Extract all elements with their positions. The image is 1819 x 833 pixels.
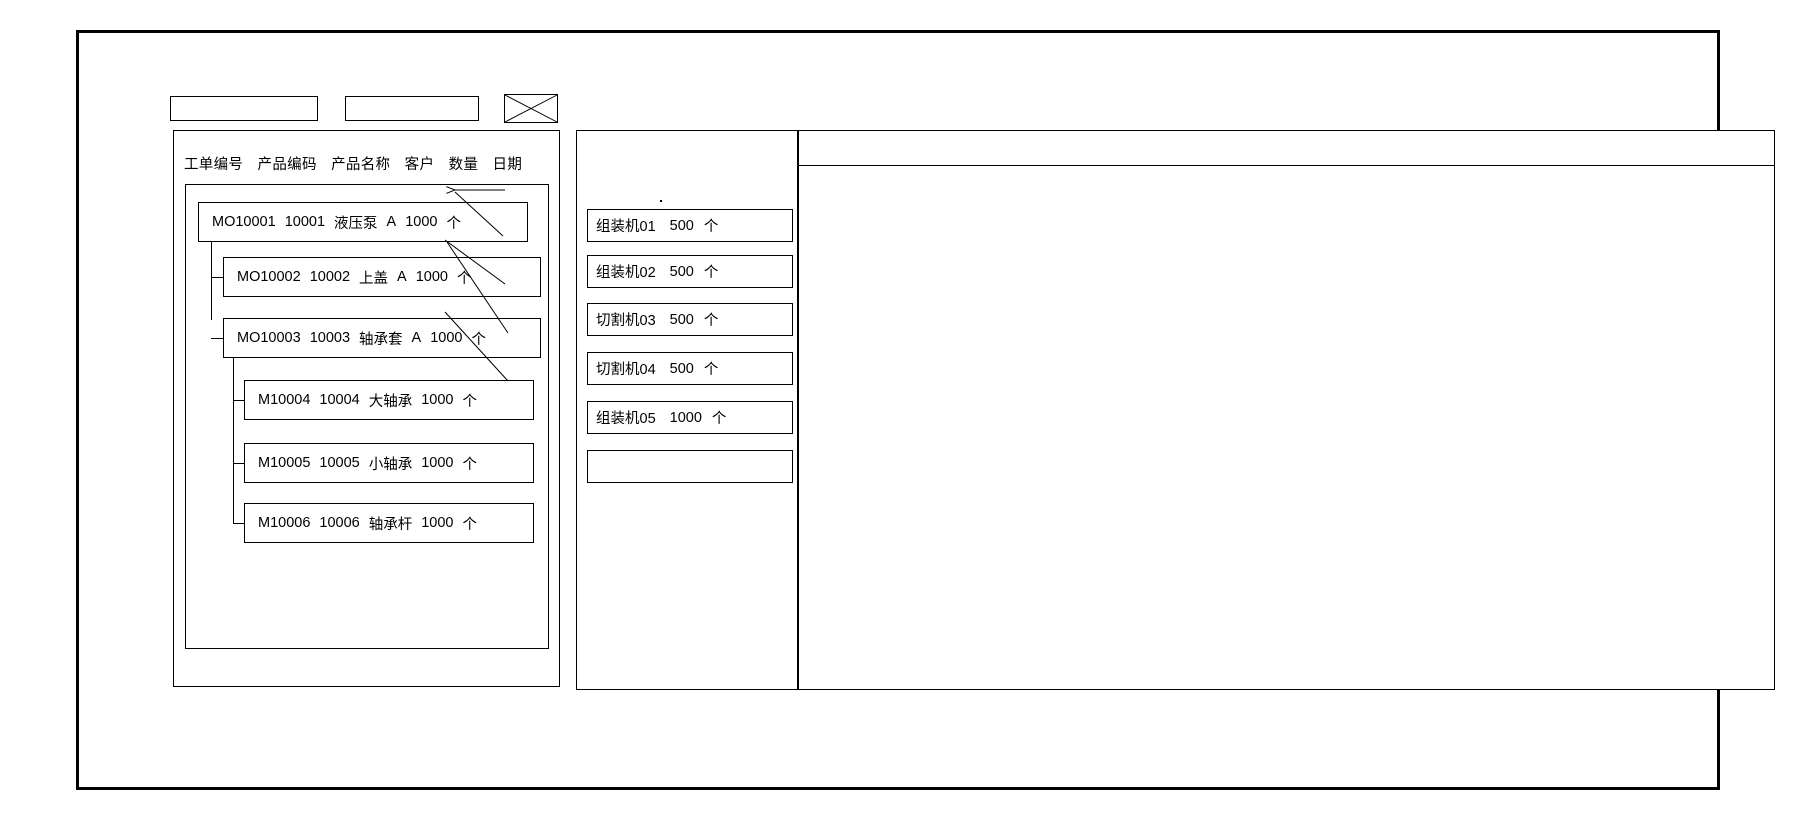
cell-product-name: 轴承套 <box>359 331 403 348</box>
image-placeholder-cross <box>504 94 558 123</box>
machine-row[interactable]: 切割机04 500 个 <box>587 352 793 385</box>
machine-unit: 个 <box>711 411 727 427</box>
machine-qty: 500 <box>669 311 694 328</box>
cell-product-code: 10001 <box>284 214 326 230</box>
toolbar-field-2[interactable] <box>345 96 479 121</box>
machine-row[interactable]: 组装机05 1000 个 <box>587 401 793 434</box>
column-header-order-no: 工单编号 <box>184 157 244 173</box>
cell-qty: 1000 <box>405 214 438 230</box>
machine-qty: 500 <box>669 217 694 234</box>
cell-qty: 1000 <box>415 269 448 285</box>
cell-unit: 个 <box>462 393 478 410</box>
tree-row[interactable]: M10006 10006 轴承杆 1000 个 <box>244 503 534 543</box>
work-order-tree: MO10001 10001 液压泵 A 1000 个 MO10002 10002… <box>185 184 549 649</box>
machine-name: 切割机03 <box>596 313 656 329</box>
work-order-panel: 工单编号 产品编码 产品名称 客户 数量 日期 MO10001 <box>173 130 560 687</box>
cell-order-no: M10006 <box>258 515 311 531</box>
tree-connector-branch-1 <box>211 277 223 278</box>
gantt-detail-panel <box>798 130 1775 690</box>
machine-qty: 1000 <box>669 409 702 426</box>
column-header-product-code: 产品编码 <box>257 157 317 173</box>
machine-unit: 个 <box>703 313 719 329</box>
image-placeholder-icon[interactable] <box>504 94 558 123</box>
cell-product-name: 液压泵 <box>334 215 378 232</box>
machine-qty: 500 <box>669 360 694 377</box>
cell-product-code: 10002 <box>309 269 351 285</box>
toolbar-field-1[interactable] <box>170 96 318 121</box>
machine-schedule-panel: 组装机01 500 个 组装机02 500 个 切割机03 500 个 切割机0… <box>576 130 798 690</box>
cell-product-name: 上盖 <box>359 270 389 287</box>
tree-connector-branch-2 <box>211 338 223 339</box>
cell-customer: A <box>397 269 407 285</box>
cell-product-name: 大轴承 <box>368 393 413 410</box>
cell-qty: 1000 <box>421 515 454 531</box>
cell-order-no: MO10003 <box>237 330 301 346</box>
machine-name: 组装机02 <box>596 265 656 281</box>
tree-row[interactable]: MO10001 10001 液压泵 A 1000 个 <box>198 202 528 242</box>
tree-row[interactable]: MO10002 10002 上盖 A 1000 个 <box>223 257 541 297</box>
machine-row[interactable]: 切割机03 500 个 <box>587 303 793 336</box>
machine-row[interactable]: 组装机02 500 个 <box>587 255 793 288</box>
cell-product-name: 轴承杆 <box>368 516 413 533</box>
cell-customer: A <box>386 214 397 230</box>
panel-marker-dot <box>660 200 662 202</box>
cell-product-code: 10003 <box>309 330 351 346</box>
cell-unit: 个 <box>446 215 461 232</box>
cell-unit: 个 <box>471 331 486 348</box>
machine-unit: 个 <box>703 219 719 235</box>
tree-connector-branch-5 <box>233 523 244 524</box>
cell-unit: 个 <box>462 516 478 533</box>
cell-order-no: MO10001 <box>212 214 276 230</box>
machine-row[interactable]: 组装机01 500 个 <box>587 209 793 242</box>
tree-row[interactable]: M10004 10004 大轴承 1000 个 <box>244 380 534 420</box>
cell-product-code: 10005 <box>319 455 360 471</box>
cell-unit: 个 <box>462 456 478 473</box>
cell-product-code: 10006 <box>319 515 360 531</box>
tree-connector-branch-4 <box>233 463 244 464</box>
cell-order-no: MO10002 <box>237 269 301 285</box>
machine-name: 组装机05 <box>596 411 656 427</box>
work-order-column-headers: 工单编号 产品编码 产品名称 客户 数量 日期 <box>184 153 532 174</box>
cell-unit: 个 <box>456 270 472 287</box>
column-header-qty: 数量 <box>448 157 479 173</box>
cell-product-code: 10004 <box>319 392 360 408</box>
tree-connector-trunk-1 <box>211 242 212 320</box>
machine-unit: 个 <box>703 362 719 378</box>
cell-product-name: 小轴承 <box>368 456 413 473</box>
machine-name: 切割机04 <box>596 362 656 378</box>
tree-connector-trunk-2 <box>233 358 234 523</box>
column-header-date: 日期 <box>492 157 523 173</box>
machine-qty: 500 <box>669 263 694 280</box>
tree-row[interactable]: MO10003 10003 轴承套 A 1000 个 <box>223 318 541 358</box>
cell-qty: 1000 <box>421 392 454 408</box>
machine-row-empty[interactable] <box>587 450 793 483</box>
cell-customer: A <box>411 330 422 346</box>
cell-order-no: M10004 <box>258 392 311 408</box>
cell-order-no: M10005 <box>258 455 311 471</box>
gantt-header-divider <box>799 165 1774 166</box>
cell-qty: 1000 <box>430 330 463 346</box>
machine-name: 组装机01 <box>596 219 656 235</box>
cell-qty: 1000 <box>421 455 454 471</box>
tree-connector-branch-3 <box>233 400 244 401</box>
column-header-product-name: 产品名称 <box>331 157 391 173</box>
application-window: 工单编号 产品编码 产品名称 客户 数量 日期 MO10001 <box>76 30 1775 790</box>
tree-row[interactable]: M10005 10005 小轴承 1000 个 <box>244 443 534 483</box>
column-header-customer: 客户 <box>404 157 435 173</box>
machine-unit: 个 <box>703 265 719 281</box>
